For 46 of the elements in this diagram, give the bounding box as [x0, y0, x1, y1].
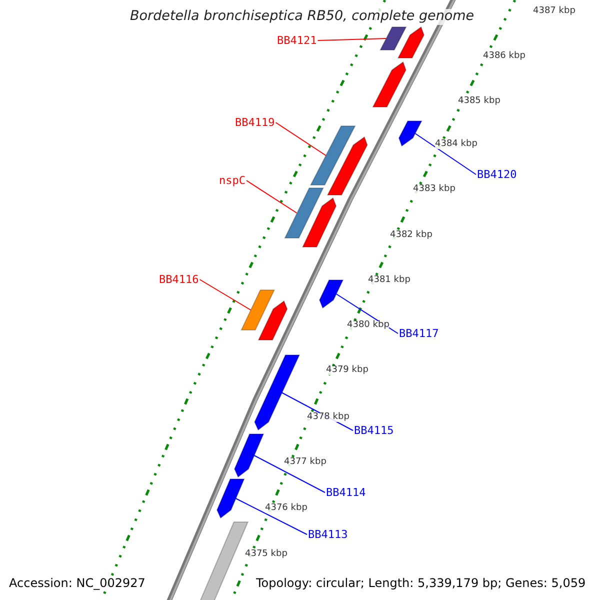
leader-line — [317, 38, 387, 41]
scale-label: 4387 kbp — [533, 7, 576, 16]
gene-feature — [326, 136, 368, 196]
leader-line — [246, 180, 298, 214]
gene-feature — [372, 61, 406, 108]
scale-label: 4382 kbp — [390, 231, 432, 240]
scale-label: 4379 kbp — [326, 366, 368, 375]
gene-feature — [284, 188, 324, 238]
gene-feature — [379, 26, 407, 50]
scale-label: 4384 kbp — [435, 140, 478, 149]
scale-label: 4376 kbp — [265, 504, 308, 513]
gene-feature — [302, 197, 337, 248]
scale-label: 4375 kbp — [245, 550, 288, 559]
gene-label: BB4116 — [159, 274, 199, 285]
gene-label: BB4113 — [308, 529, 348, 540]
gene-label: BB4117 — [399, 328, 439, 339]
gene-feature — [258, 300, 288, 340]
gene-label: BB4115 — [354, 425, 394, 436]
scale-label: 4377 kbp — [284, 458, 326, 467]
gene-label: BB4119 — [235, 117, 275, 128]
leader-line — [199, 279, 252, 310]
gene-feature — [310, 126, 356, 186]
gene-feature — [254, 354, 300, 431]
gene-feature — [216, 478, 245, 519]
gene-label: BB4121 — [277, 35, 317, 46]
gene-feature — [240, 290, 276, 330]
scale-label: 4386 kbp — [483, 52, 526, 61]
scale-label: 4383 kbp — [413, 185, 456, 194]
scale-label: 4385 kbp — [458, 97, 500, 106]
leader-line — [414, 133, 476, 175]
gene-label: BB4114 — [326, 487, 366, 498]
scale-label: 4381 kbp — [368, 276, 410, 285]
scale-label: 4378 kbp — [307, 413, 350, 422]
leader-line — [235, 498, 308, 535]
gene-feature — [398, 120, 423, 147]
title: Bordetella bronchiseptica RB50, complete genome — [128, 9, 476, 24]
gene-feature — [234, 434, 264, 478]
genome-stats-text: Topology: circular; Length: 5,339,179 bp; Genes: 5,059 — [256, 576, 586, 590]
scale-label: 4380 kbp — [347, 321, 390, 330]
gene-feature — [397, 26, 425, 58]
gene-label: BB4120 — [477, 169, 517, 180]
gene-feature — [318, 280, 344, 309]
leader-line — [254, 455, 326, 493]
leader-line — [275, 122, 326, 156]
accession-text: Accession: NC_002927 — [9, 576, 146, 590]
gene-label: nspC — [219, 175, 246, 186]
